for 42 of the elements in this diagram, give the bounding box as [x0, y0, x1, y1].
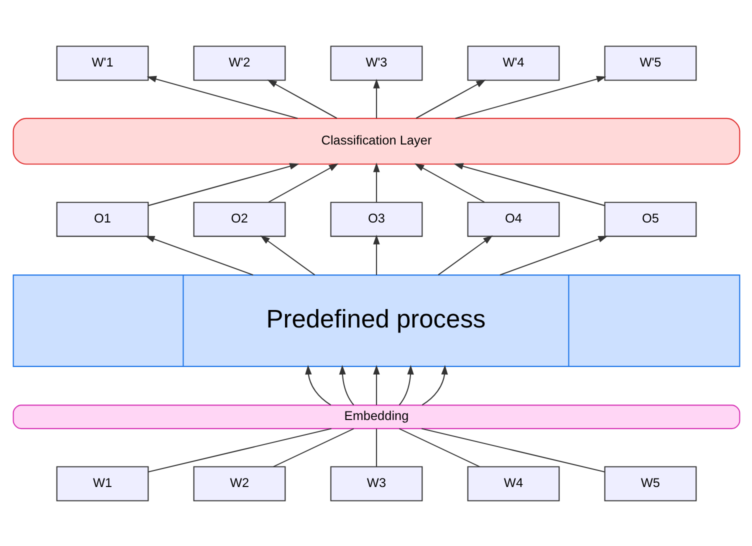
arrow — [372, 78, 380, 118]
arrow — [414, 162, 484, 202]
node-box: W'3 — [330, 45, 422, 80]
arrow — [398, 364, 414, 405]
arrow — [266, 79, 337, 118]
arrow — [268, 162, 338, 202]
arrow — [437, 234, 492, 275]
arrow — [453, 162, 604, 206]
node-box: W3 — [330, 466, 422, 501]
arrow — [454, 75, 606, 118]
node-box: O5 — [604, 201, 696, 236]
arrow — [372, 234, 380, 274]
arrow — [144, 235, 253, 275]
arrow — [338, 364, 354, 405]
arrow — [421, 364, 448, 405]
node-box: W'4 — [466, 45, 560, 80]
node-box: O3 — [330, 201, 422, 236]
node-box: W5 — [604, 466, 696, 501]
arrow — [260, 234, 315, 275]
node-box: W'5 — [604, 45, 696, 80]
node-box: W4 — [466, 466, 560, 501]
arrow — [146, 75, 298, 118]
connector — [375, 428, 377, 466]
connector — [398, 428, 480, 467]
connector — [272, 428, 354, 467]
node-box: Embedding — [12, 404, 740, 429]
arrow — [415, 79, 486, 118]
node-box: W'2 — [192, 45, 286, 80]
node-box: O2 — [192, 201, 286, 236]
arrow — [304, 364, 331, 405]
arrow — [372, 162, 380, 202]
connector — [420, 428, 604, 472]
arrow — [499, 235, 608, 275]
arrow — [372, 364, 380, 405]
node-box: Classification Layer — [12, 117, 740, 164]
arrow — [148, 162, 299, 206]
node-box: O1 — [56, 201, 148, 236]
node-box: W2 — [192, 466, 286, 501]
connector — [148, 428, 332, 472]
node-box: W'1 — [56, 45, 148, 80]
node-box: W1 — [56, 466, 148, 501]
node-box: O4 — [466, 201, 560, 236]
